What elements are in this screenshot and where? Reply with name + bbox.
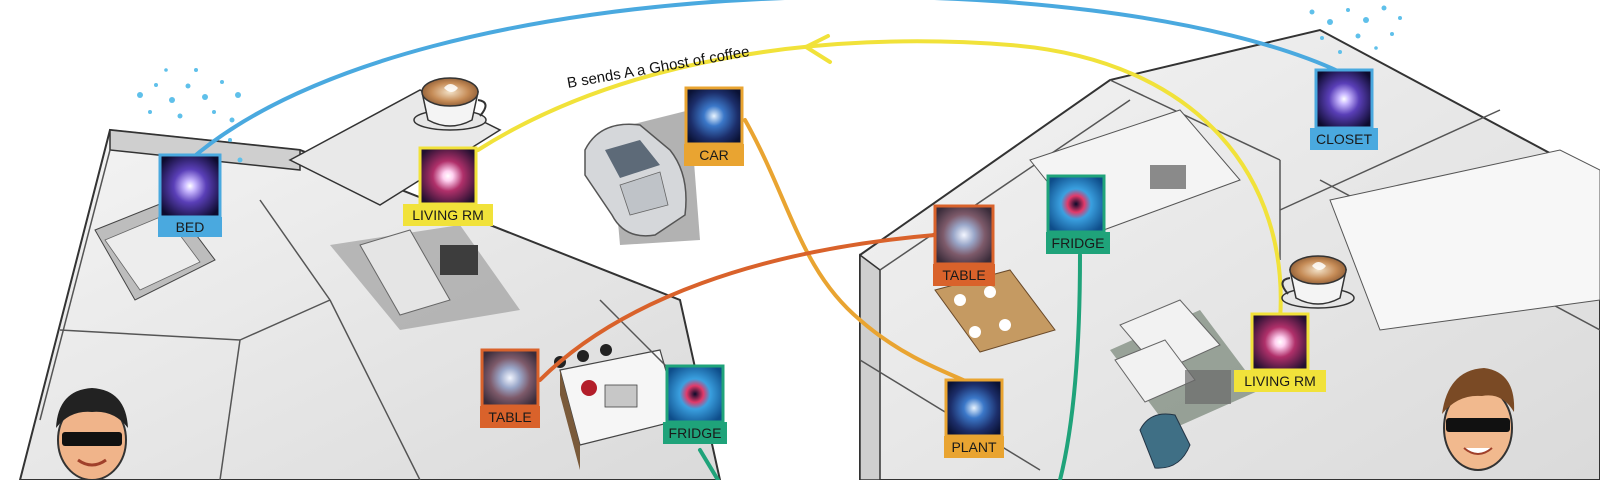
car-illustration — [584, 110, 700, 245]
portal-connections — [188, 0, 1342, 480]
portal-label: TABLE — [488, 409, 531, 425]
user-a-avatar — [56, 388, 128, 480]
portal-b-closet[interactable]: CLOSET — [1310, 68, 1378, 150]
user-b-avatar — [1442, 368, 1515, 471]
sparkle-effect-closet — [1309, 5, 1402, 54]
coffee-cup-icon — [413, 77, 487, 131]
portal-b-table[interactable]: TABLE — [933, 204, 995, 286]
portal-label: TABLE — [942, 267, 985, 283]
portal-b-plant[interactable]: PLANT — [944, 378, 1004, 458]
portal-b-living-room[interactable]: LIVING RM — [1234, 312, 1326, 392]
portal-b-fridge[interactable]: FRIDGE — [1046, 174, 1110, 254]
portal-a-table[interactable]: TABLE — [480, 348, 540, 428]
portal-label: FRIDGE — [669, 425, 722, 441]
transfer-caption: B sends A a Ghost of coffee — [566, 43, 751, 92]
portal-label: LIVING RM — [1244, 373, 1316, 389]
portal-label: CAR — [699, 147, 729, 163]
portal-label: CLOSET — [1316, 131, 1372, 147]
portal-label: BED — [176, 219, 205, 235]
yellow-arrowhead — [801, 34, 832, 64]
portal-a-living-room[interactable]: LIVING RM — [403, 146, 493, 226]
portal-a-bed[interactable]: BED — [158, 153, 222, 237]
portal-label: LIVING RM — [412, 207, 484, 223]
portal-label: PLANT — [951, 439, 997, 455]
portal-a-fridge[interactable]: FRIDGE — [663, 364, 727, 444]
connection-orange-car-plant — [743, 118, 977, 387]
sparkle-effect-bed — [137, 68, 243, 163]
connection-yellow-living-living — [476, 39, 1283, 322]
portal-a-car[interactable]: CAR — [684, 86, 744, 166]
coffee-cup-icon — [1281, 255, 1355, 309]
connection-red-table-table — [538, 233, 937, 382]
portal-label: FRIDGE — [1052, 235, 1105, 251]
connection-blue-bed-closet — [188, 0, 1342, 162]
connection-green-fridge-fridge — [698, 253, 1082, 480]
